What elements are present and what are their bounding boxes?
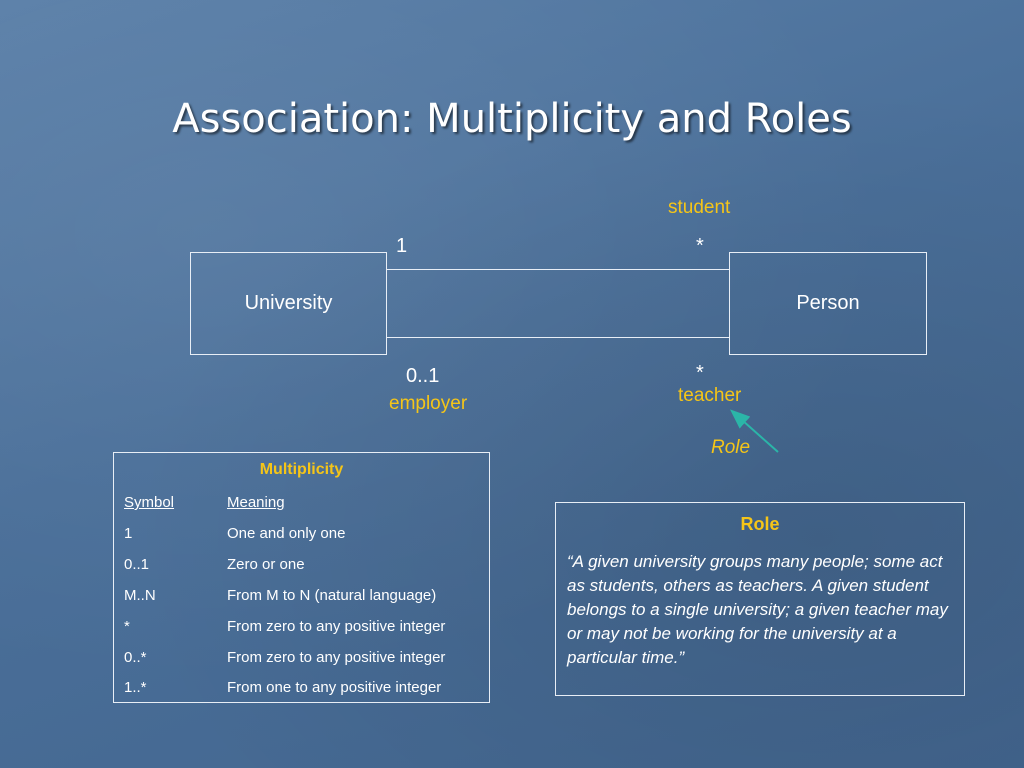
- table-cell-symbol: M..N: [124, 587, 156, 604]
- role-box-title: Role: [740, 514, 780, 534]
- class-box-university: University: [190, 252, 387, 355]
- slide-title: Association: Multiplicity and Roles: [172, 96, 852, 142]
- role-explanation-box: Role “A given university groups many peo…: [555, 502, 965, 696]
- role-box-quote: “A given university groups many people; …: [567, 552, 948, 667]
- table-cell-meaning: One and only one: [227, 525, 346, 542]
- table-cell-symbol: 1..*: [124, 679, 147, 696]
- role-label-student: student: [668, 197, 731, 218]
- multiplicity-top-left: 1: [396, 235, 408, 257]
- table-header-symbol: Symbol: [124, 494, 175, 511]
- table-cell-symbol: 1: [124, 525, 133, 542]
- multiplicity-table: Multiplicity Symbol Meaning 1 One and on…: [113, 452, 490, 703]
- role-label-employer: employer: [389, 393, 468, 414]
- table-cell-meaning: From zero to any positive integer: [227, 649, 446, 666]
- association-line-bottom: [387, 337, 729, 338]
- class-name-person: Person: [796, 292, 860, 314]
- table-cell-meaning: From M to N (natural language): [227, 587, 437, 604]
- multiplicity-table-title: Multiplicity: [259, 461, 344, 478]
- class-box-person: Person: [729, 252, 927, 355]
- table-cell-meaning: From one to any positive integer: [227, 679, 442, 696]
- role-callout-label: Role: [711, 437, 751, 458]
- table-cell-symbol: 0..1: [124, 556, 150, 573]
- table-cell-symbol: *: [124, 618, 130, 635]
- multiplicity-top-right: *: [696, 235, 704, 257]
- table-cell-meaning: From zero to any positive integer: [227, 618, 446, 635]
- class-name-university: University: [244, 292, 333, 314]
- multiplicity-bottom-left: 0..1: [406, 365, 440, 387]
- table-cell-meaning: Zero or one: [227, 556, 305, 573]
- table-header-meaning: Meaning: [227, 494, 285, 511]
- association-line-top: [387, 269, 729, 270]
- role-label-teacher: teacher: [678, 385, 742, 406]
- multiplicity-bottom-right: *: [696, 362, 704, 384]
- table-cell-symbol: 0..*: [124, 649, 147, 666]
